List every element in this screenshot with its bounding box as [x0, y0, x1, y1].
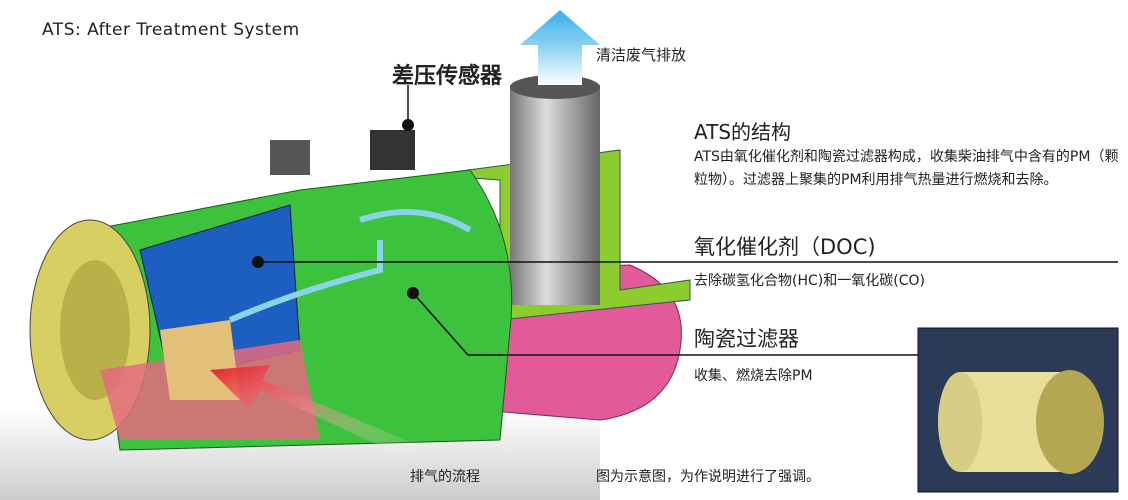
inlet-end-ring	[60, 260, 130, 400]
filter-leader	[412, 292, 918, 356]
filter-heading: 陶瓷过滤器	[694, 327, 799, 351]
ats-description: ATS由氧化催化剂和陶瓷过滤器构成，收集柴油排气中含有的PM（颗粒物）。过滤器上…	[694, 149, 1119, 188]
clean-exhaust-label: 清洁废气排放	[596, 46, 687, 64]
clean-exhaust-arrow	[520, 10, 600, 85]
ats-heading: ATS的结构	[694, 120, 792, 144]
connector	[270, 140, 310, 175]
exhaust-flow-arrow	[210, 365, 418, 460]
doc-description: 去除碳氢化合物(HC)和一氧化碳(CO)	[694, 273, 925, 289]
filter-dot	[407, 287, 419, 299]
sensor-hose-2	[228, 240, 383, 323]
sensor-dot	[402, 119, 414, 131]
filter-description: 收集、燃烧去除PM	[694, 368, 813, 384]
doc-heading: 氧化催化剂（DOC)	[694, 235, 876, 259]
diagram-note: 图为示意图，为作说明进行了强调。	[596, 469, 820, 485]
outlet-pipe	[510, 85, 600, 305]
exhaust-flow-label: 排气的流程	[410, 469, 480, 485]
sensor-label: 差压传感器	[392, 64, 503, 89]
page-title: ATS: After Treatment System	[42, 20, 300, 40]
ceramic-filter-photo	[917, 327, 1119, 493]
sensor-hose	[359, 209, 472, 233]
pressure-sensor	[370, 130, 415, 170]
doc-dot	[252, 256, 264, 268]
